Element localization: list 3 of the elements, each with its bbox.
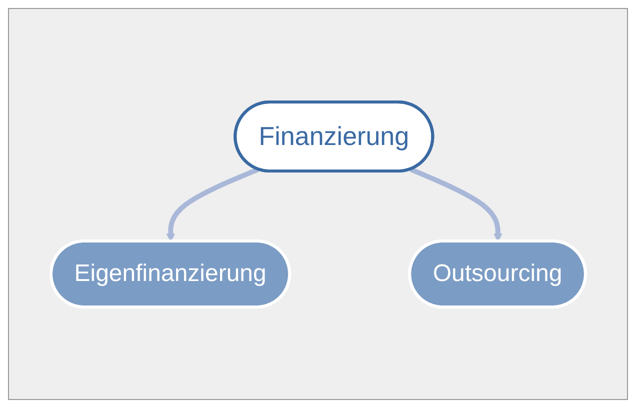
arrow (166, 166, 259, 242)
panel-background: Finanzierung Eigenfinanzierung Outsourcing (8, 8, 628, 400)
arrow (409, 166, 502, 242)
